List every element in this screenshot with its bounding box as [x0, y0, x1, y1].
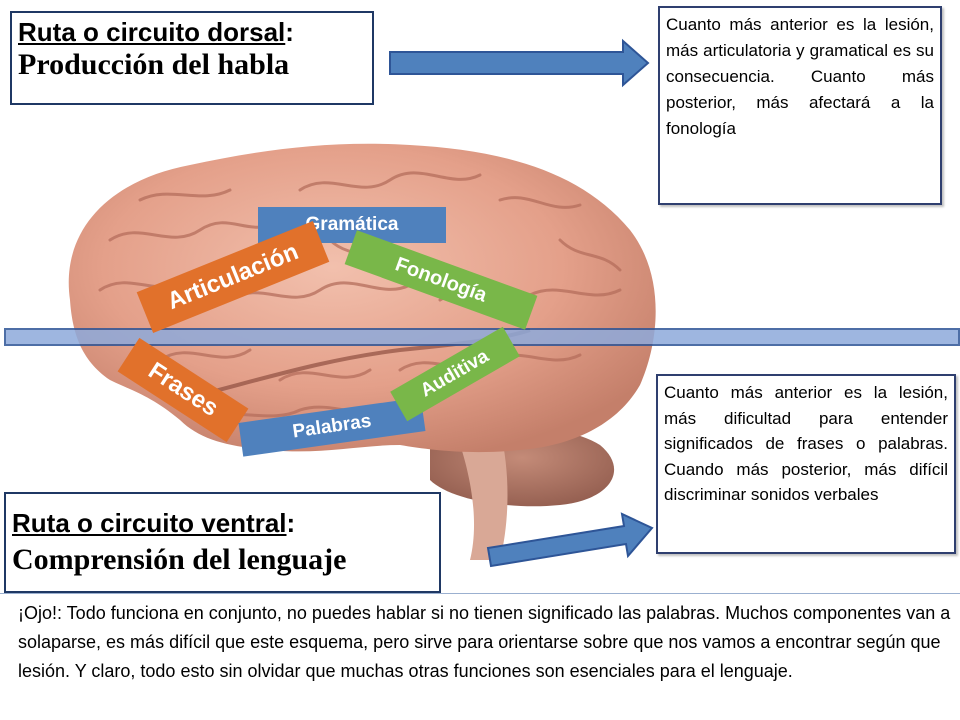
ventral-title-box: Ruta o circuito ventral: Comprensión del…: [4, 492, 441, 593]
ventral-colon: :: [286, 508, 296, 538]
cerebrum: [68, 143, 656, 453]
dorsal-note: Cuanto más anterior es la lesión, más ar…: [658, 6, 942, 205]
label-gramatica: Gramática: [258, 207, 446, 243]
ventral-title: Ruta o circuito ventral: [12, 508, 287, 538]
dorsal-colon: :: [285, 17, 294, 47]
dorsal-title-box: Ruta o circuito dorsal: Producción del h…: [10, 11, 374, 105]
ventral-arrow: [486, 512, 654, 568]
bottom-separator: [0, 593, 960, 594]
dorsal-title: Ruta o circuito dorsal: [18, 17, 286, 47]
brainstem: [455, 430, 508, 560]
ventral-note: Cuanto más anterior es la lesión, más di…: [656, 374, 956, 554]
ventral-subtitle: Comprensión del lenguaje: [12, 543, 347, 576]
dorsal-arrow: [389, 38, 650, 88]
dorsal-subtitle: Producción del habla: [18, 48, 290, 81]
bottom-note: ¡Ojo!: Todo funciona en conjunto, no pue…: [18, 603, 951, 681]
